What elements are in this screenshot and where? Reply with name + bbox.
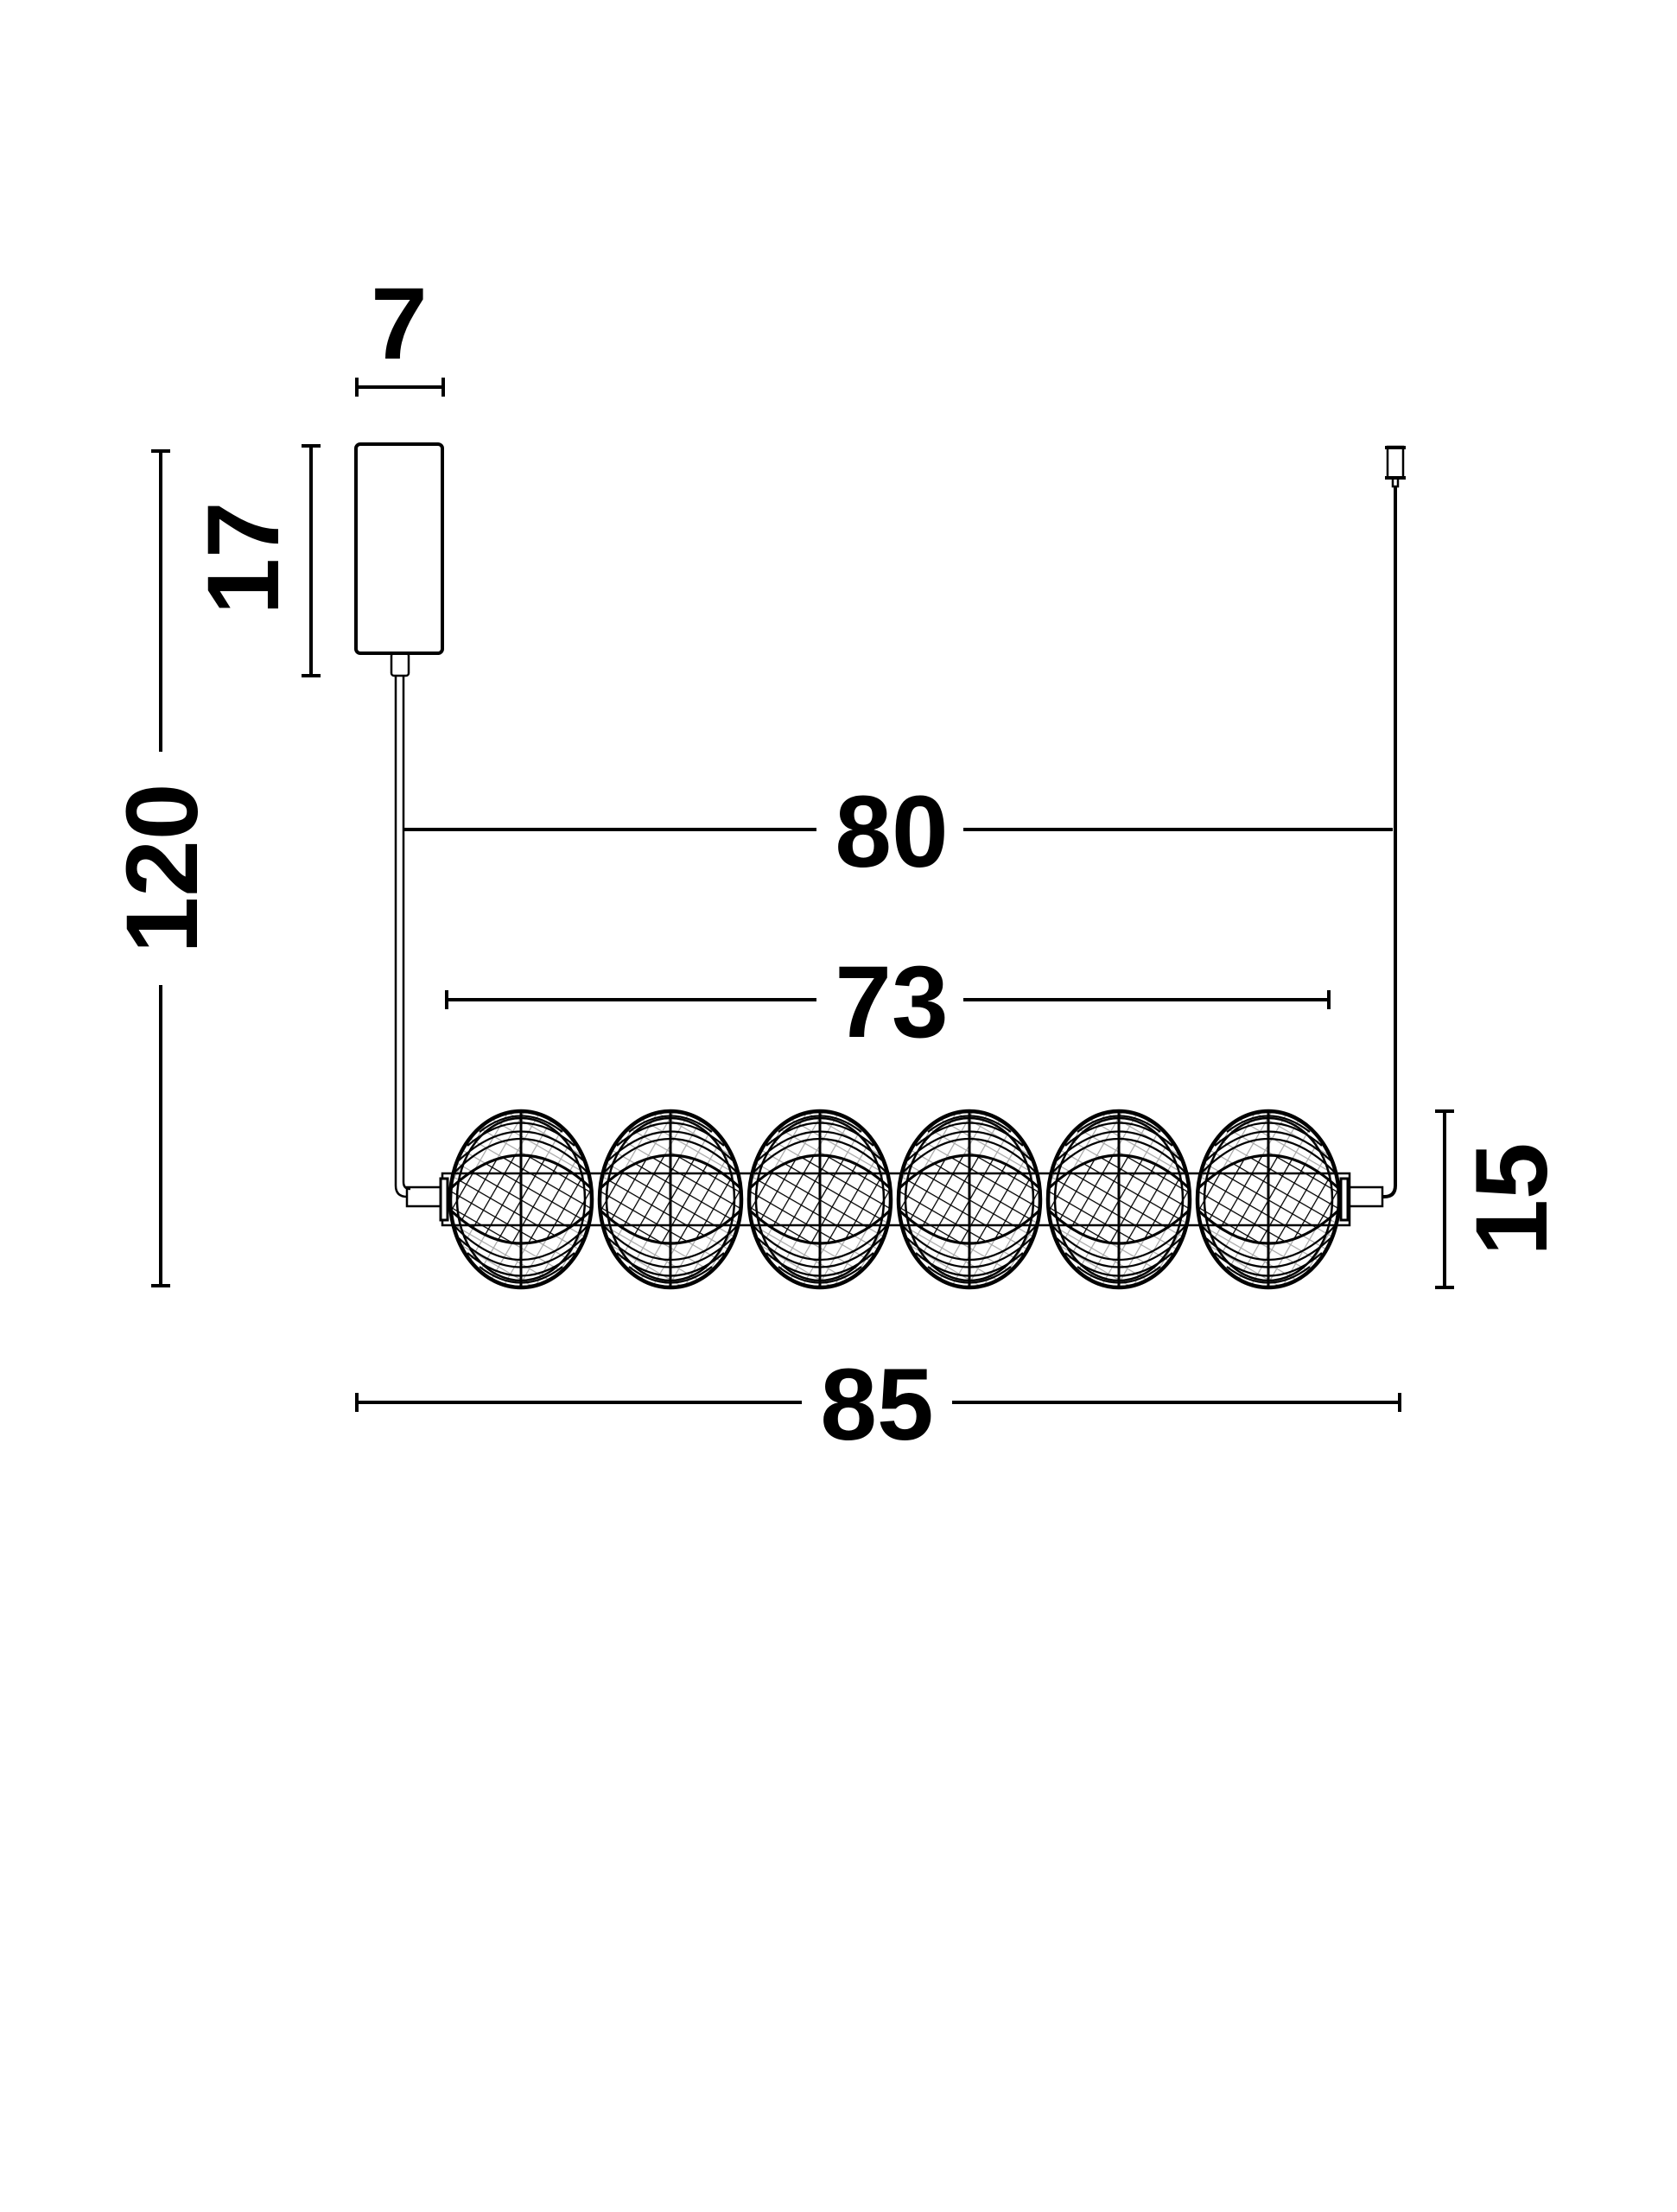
total-length-label: 85 [820,1348,933,1462]
dimension-total-length: 85 [355,1348,1401,1462]
shade-height-label: 15 [1455,1142,1569,1255]
dimension-total-height: 120 [105,449,219,1287]
right-suspension-cable [1344,445,1406,1208]
shade-row [439,1111,1351,1287]
canopy [354,442,444,677]
shade-6 [1197,1111,1339,1287]
left-suspension-cable [394,676,445,1208]
dimension-shade-row-length: 73 [445,945,1331,1059]
shade-5 [1048,1111,1190,1287]
canopy-width-label: 7 [371,267,428,381]
canopy-height-label: 17 [187,501,301,614]
shade-4 [899,1111,1040,1287]
dimension-suspension-spacing: 80 [403,775,1393,889]
dimension-shade-height: 15 [1435,1109,1569,1289]
suspension-spacing-label: 80 [835,775,948,889]
shade-row-length-label: 73 [835,945,948,1059]
dimension-canopy-width: 7 [355,267,445,397]
shade-1 [450,1111,592,1287]
dimension-canopy-height: 17 [187,444,321,677]
shade-3 [749,1111,891,1287]
total-height-label: 120 [105,784,219,954]
shade-2 [600,1111,741,1287]
